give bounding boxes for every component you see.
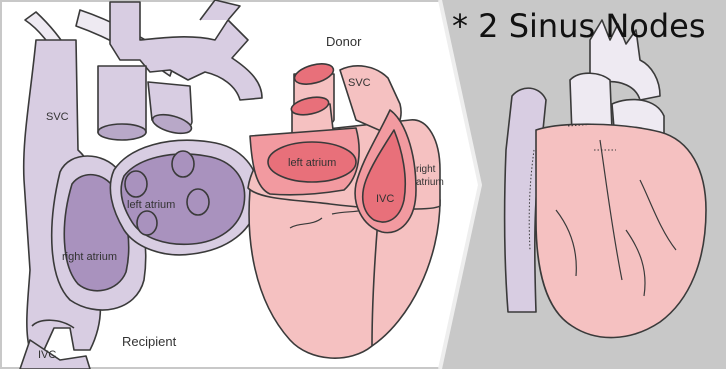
page-title: * 2 Sinus Nodes bbox=[452, 7, 706, 45]
recipient-ivc-label: IVC bbox=[38, 349, 56, 361]
donor-svc-label: SVC bbox=[348, 77, 371, 89]
recipient-pulmonary-artery-stump bbox=[98, 124, 146, 140]
recipient-pulmonary-vein-1 bbox=[172, 151, 194, 177]
recipient-pulmonary-vein-2 bbox=[125, 171, 147, 197]
donor-right-atrium-label-line2: atrium bbox=[416, 177, 444, 188]
recipient-pulmonary-vein-4 bbox=[137, 211, 157, 235]
recipient-left-atrium-label: left atrium bbox=[127, 199, 175, 211]
recipient-svc-label: SVC bbox=[46, 111, 69, 123]
donor-caption: Donor bbox=[326, 34, 362, 49]
recipient-pulmonary-vein-3 bbox=[187, 189, 209, 215]
donor-right-atrium-label-line1: right bbox=[416, 164, 436, 175]
recipient-right-atrium-label: right atrium bbox=[62, 251, 117, 263]
donor-ivc-label: IVC bbox=[376, 193, 394, 205]
recipient-caption: Recipient bbox=[122, 334, 177, 349]
donor-left-atrium-label: left atrium bbox=[288, 157, 336, 169]
